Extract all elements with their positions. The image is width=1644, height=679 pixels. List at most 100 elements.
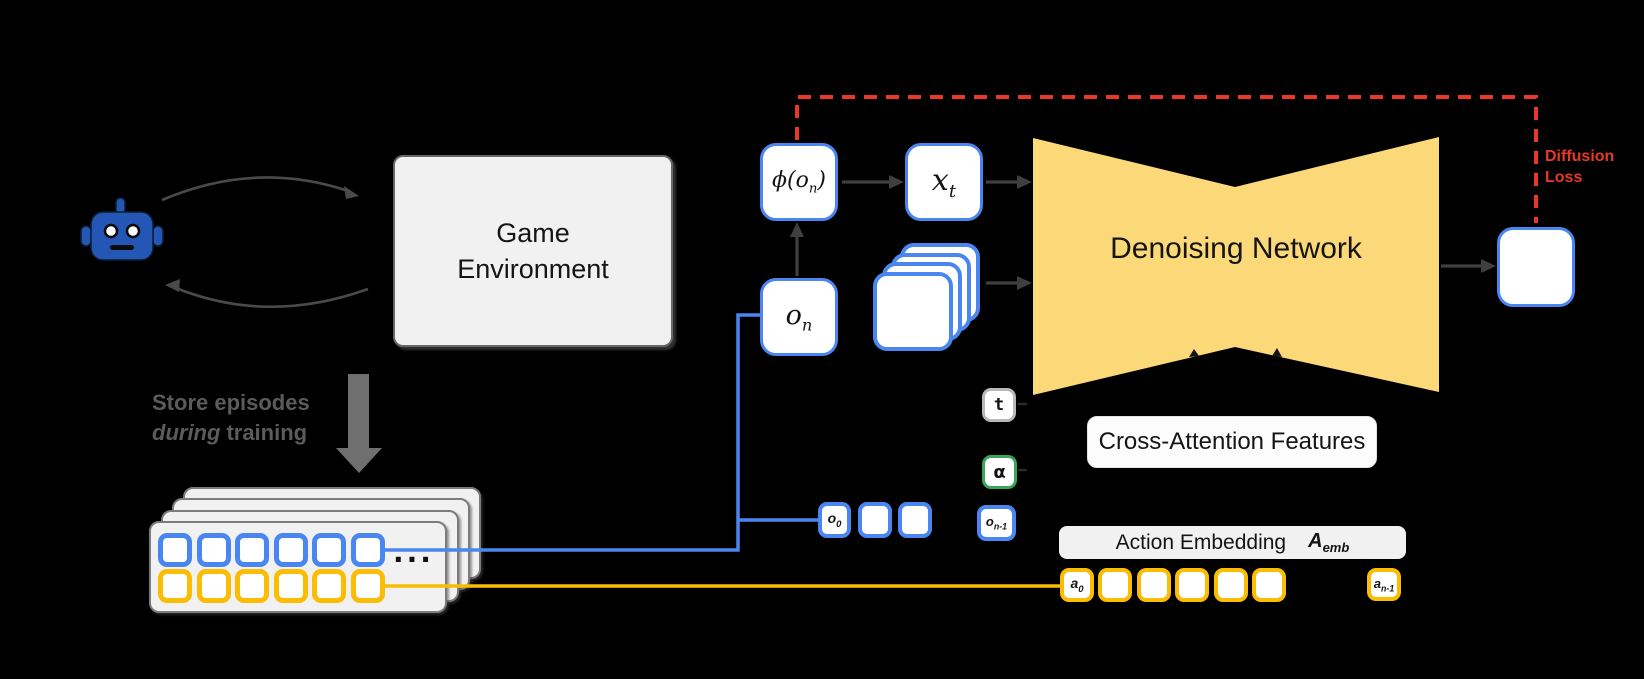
stored-action-token <box>350 569 385 603</box>
context-frame-front <box>873 272 953 351</box>
robot-head <box>90 211 154 261</box>
observation-empty-box <box>858 502 892 538</box>
aemb-base: A <box>1308 530 1323 552</box>
action-embedding-box: Action Embedding Aemb <box>1059 526 1406 559</box>
episode-ellipsis: ... <box>393 536 434 569</box>
robot-right-ear <box>152 225 164 247</box>
an-minus-1-label: an-1 <box>1374 576 1394 594</box>
xt-to-network-arrowhead <box>1017 175 1032 189</box>
env-to-agent-arrow <box>175 286 369 309</box>
stored-action-token <box>196 569 231 603</box>
stored-observation-token <box>312 533 346 567</box>
observation-to-on-line <box>384 313 762 552</box>
stored-action-token <box>158 569 192 603</box>
a0-base: a <box>1070 575 1079 592</box>
game-environment-label-line2: Environment <box>457 254 609 284</box>
action-embedding-label: Action Embedding <box>1115 530 1287 554</box>
on-minus-1-sub: n-1 <box>993 521 1008 532</box>
action-empty-box <box>1136 568 1171 602</box>
on-to-phi-arrowhead <box>790 222 804 237</box>
on-base: o <box>785 299 802 331</box>
denoised-output-box <box>1497 227 1575 307</box>
action-0-box: a0 <box>1060 568 1094 602</box>
timestep-label: t <box>993 395 1005 415</box>
action-empty-box <box>1098 568 1132 602</box>
stored-observation-token <box>158 533 192 567</box>
stored-action-row <box>158 569 385 603</box>
action-empty-box <box>1213 568 1248 602</box>
on-sub: n <box>801 315 813 335</box>
denoising-network-shape <box>1033 137 1439 395</box>
stored-action-token <box>312 569 346 603</box>
stored-observation-token <box>235 533 269 567</box>
stored-observation-token <box>196 533 231 567</box>
phi-encoding-box: ϕ(on) <box>760 143 838 221</box>
store-episodes-arrow-head <box>336 448 382 473</box>
stored-action-token <box>273 569 308 603</box>
alpha-box: α <box>982 455 1017 489</box>
aemb-sub: emb <box>1322 540 1350 555</box>
phi-base: ϕ(o <box>772 167 809 193</box>
diffusion-loss-line2: Loss <box>1545 169 1583 186</box>
current-observation-box: on <box>760 278 838 356</box>
noised-latent-box: xt <box>905 143 983 221</box>
denoising-network-label: Denoising Network <box>1110 232 1362 265</box>
a0-label: a0 <box>1070 575 1083 595</box>
observation-empty-box <box>898 502 932 538</box>
observation-0-box: o0 <box>818 502 851 538</box>
robot-agent-icon <box>80 197 164 261</box>
on-label: on <box>786 300 813 334</box>
an-minus-1-sub: n-1 <box>1380 583 1395 594</box>
env-to-agent-arrowhead <box>165 279 180 292</box>
action-embedding-symbol: Aemb <box>1308 530 1349 555</box>
stored-action-token <box>235 569 269 603</box>
stored-observation-row <box>158 533 385 567</box>
robot-left-ear <box>80 225 92 247</box>
xt-sub: t <box>948 180 957 202</box>
store-episodes-training: training <box>226 420 308 445</box>
game-environment-label-line1: Game <box>496 218 570 248</box>
observation-empty-row <box>858 502 932 538</box>
robot-right-eye <box>125 223 141 239</box>
stored-observation-token <box>273 533 308 567</box>
phi-to-xt-arrowhead <box>889 175 904 189</box>
diffusion-loss-label: Diffusion Loss <box>1545 146 1635 188</box>
phi-label: ϕ(on) <box>772 168 826 196</box>
xt-base: x <box>931 162 949 198</box>
alpha-label: α <box>993 461 1006 483</box>
agent-to-env-arrow <box>161 176 349 202</box>
o0-sub: 0 <box>836 518 842 530</box>
agent-to-env-arrowhead <box>344 186 359 199</box>
on-minus-1-base: o <box>985 514 994 530</box>
network-to-output-arrowhead <box>1481 259 1496 273</box>
o0-label: o0 <box>828 510 842 530</box>
observation-n-minus-1-box: on-1 <box>977 505 1016 541</box>
store-episodes-during: during <box>152 420 221 445</box>
action-n-minus-1-box: an-1 <box>1367 568 1401 601</box>
action-empty-box <box>1252 568 1286 602</box>
frames-to-network-arrowhead <box>1017 276 1032 290</box>
cross-attention-box: Cross-Attention Features <box>1087 416 1377 468</box>
o0-base: o <box>827 510 837 527</box>
phi-suffix: ) <box>817 167 826 193</box>
stored-observation-token <box>350 533 385 567</box>
diffusion-loss-line1: Diffusion <box>1545 148 1615 165</box>
an-minus-1-base: a <box>1373 575 1381 591</box>
game-environment-box: Game Environment <box>393 155 673 347</box>
store-episodes-line1: Store episodes <box>152 390 310 415</box>
phi-sub: n <box>808 181 818 197</box>
a0-sub: 0 <box>1078 583 1084 595</box>
action-empty-box <box>1175 568 1209 602</box>
cross-attention-injection-mark <box>1272 348 1282 357</box>
cross-attention-injection-mark <box>1189 349 1199 357</box>
cross-attention-label: Cross-Attention Features <box>1098 428 1366 455</box>
robot-left-eye <box>103 223 119 239</box>
xt-label: xt <box>932 163 956 202</box>
store-episodes-arrow-shaft <box>348 374 369 449</box>
action-empty-row <box>1098 568 1286 602</box>
on-minus-1-label: on-1 <box>986 514 1007 532</box>
